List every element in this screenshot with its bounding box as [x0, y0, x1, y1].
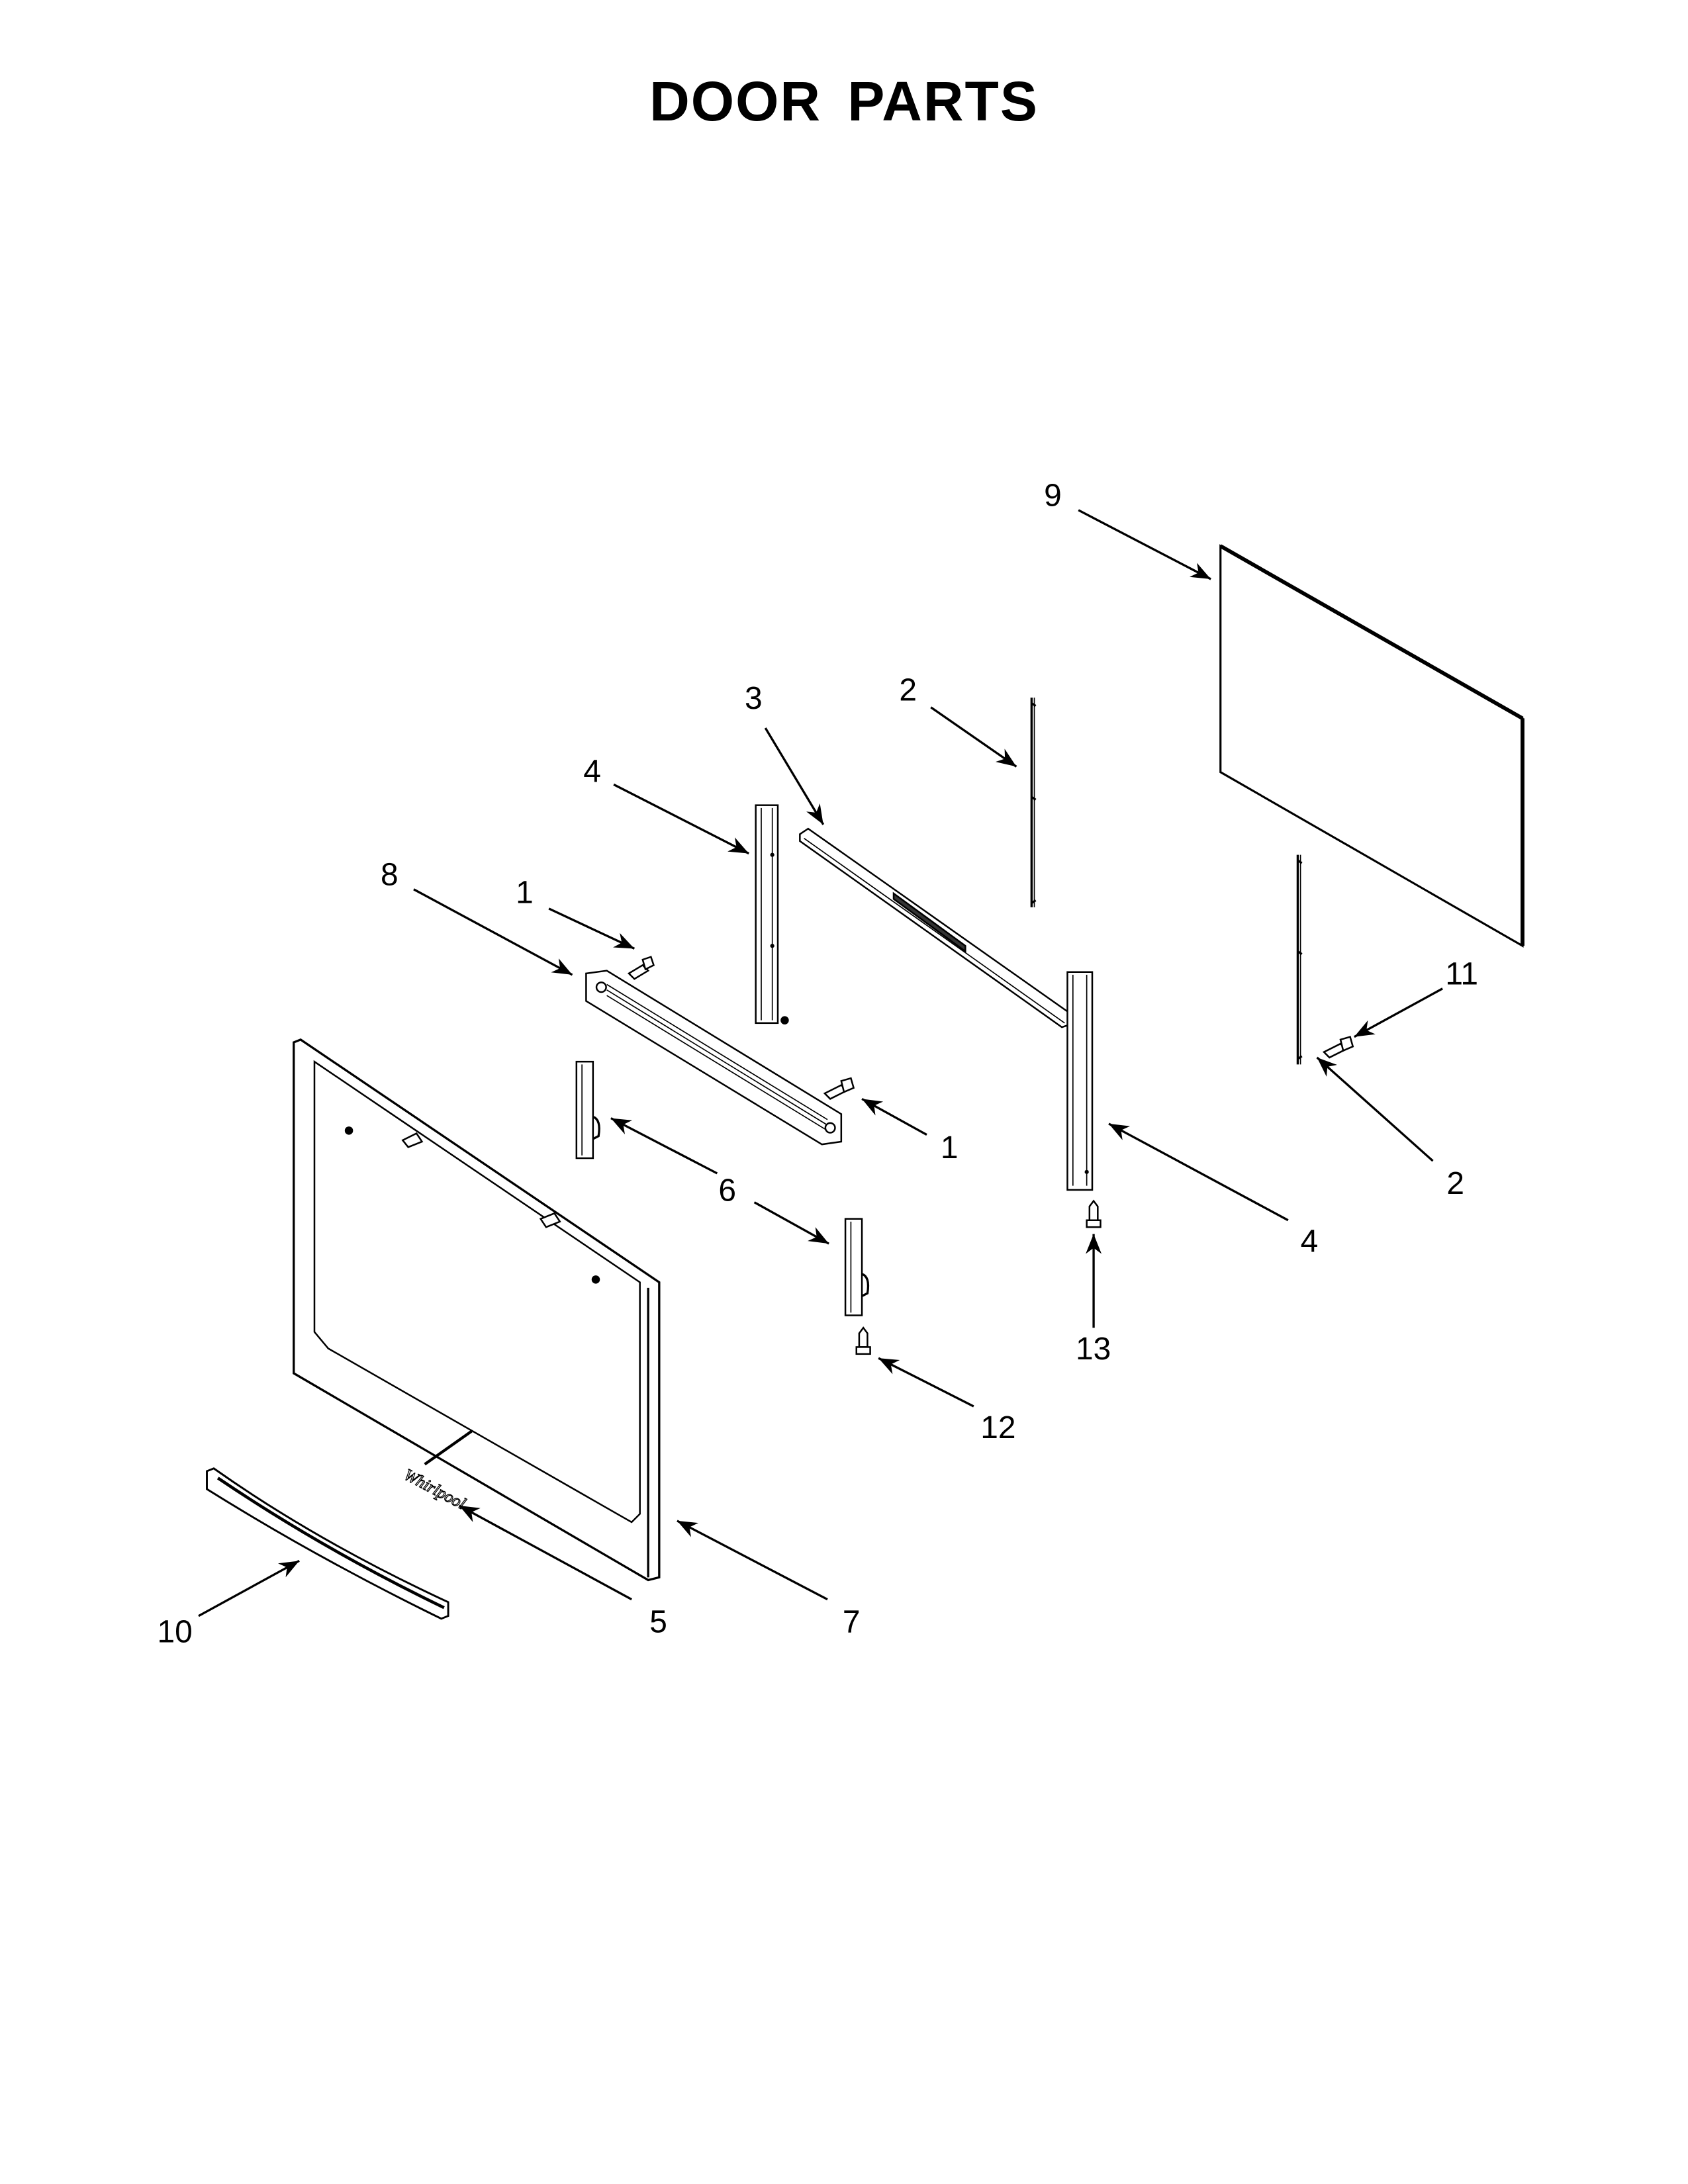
callout-13: 13 — [1076, 1332, 1111, 1367]
screw-part-11[interactable] — [1322, 1036, 1354, 1059]
callout-labels: 9 3 2 4 8 1 1 6 11 2 4 13 12 10 5 7 — [158, 478, 1479, 1650]
screw-part-12[interactable] — [855, 1326, 871, 1355]
page-title: DOOR PARTS — [649, 70, 1039, 132]
spacer-strip-part-2-upper[interactable] — [1030, 698, 1037, 907]
callout-5: 5 — [649, 1605, 667, 1640]
callout-3: 3 — [745, 681, 763, 716]
callout-2-upper: 2 — [899, 672, 917, 707]
screw-part-1-upper[interactable] — [627, 956, 655, 980]
hinge-part-6-lower[interactable] — [844, 1218, 870, 1316]
callout-8: 8 — [381, 858, 399, 893]
callout-2-lower: 2 — [1446, 1166, 1464, 1201]
screw-part-13[interactable] — [1086, 1199, 1102, 1228]
top-channel-part-3[interactable] — [799, 827, 1071, 1028]
hinge-part-6-upper[interactable] — [575, 1060, 600, 1160]
glass-panel-part-9[interactable] — [1219, 544, 1524, 948]
callout-6: 6 — [718, 1173, 736, 1208]
side-channel-part-4-left[interactable] — [755, 804, 789, 1024]
callout-11: 11 — [1445, 957, 1478, 992]
leader-lines — [198, 509, 1443, 1617]
callout-7: 7 — [843, 1605, 861, 1640]
callout-4-right: 4 — [1301, 1224, 1319, 1259]
callout-4-left: 4 — [583, 754, 601, 789]
spacer-strip-part-2-lower[interactable] — [1296, 854, 1303, 1065]
side-channel-part-4-right[interactable] — [1066, 971, 1094, 1191]
callout-9: 9 — [1044, 478, 1062, 514]
outer-door-panel-part-7[interactable] — [293, 1038, 661, 1582]
whirlpool-logo: Whirlpool — [401, 1466, 469, 1513]
screw-part-1-right[interactable] — [823, 1077, 855, 1100]
callout-10: 10 — [158, 1614, 193, 1649]
callout-1-upper: 1 — [516, 876, 534, 911]
callout-1-right: 1 — [941, 1130, 959, 1165]
bottom-bracket-part-8[interactable] — [585, 970, 843, 1146]
callout-12: 12 — [980, 1410, 1015, 1445]
door-handle-part-10[interactable] — [206, 1467, 449, 1620]
